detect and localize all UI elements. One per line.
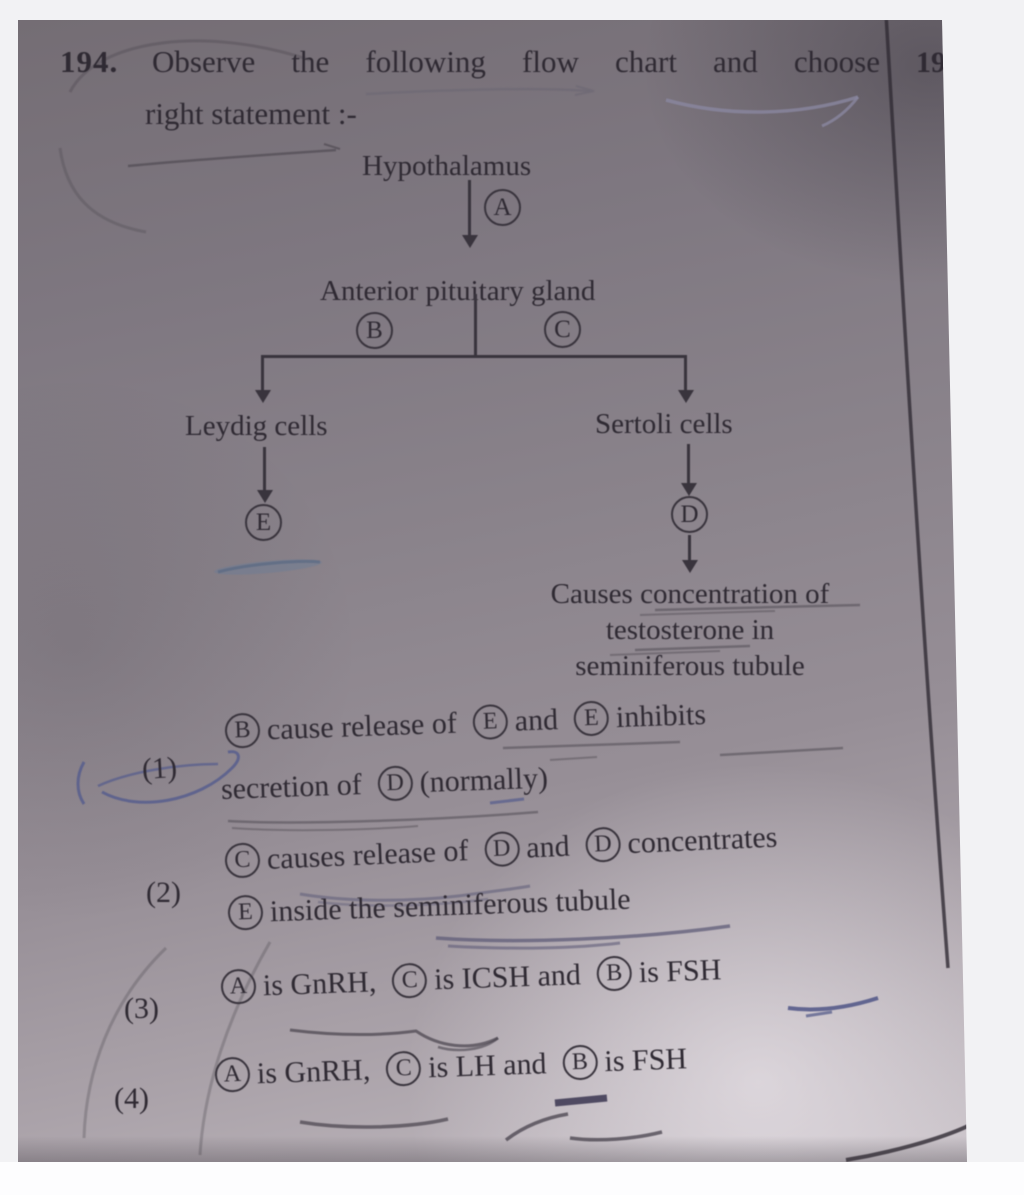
option-4-text: is FSH: [603, 1041, 688, 1078]
flow-branch-bar: [263, 355, 687, 358]
flow-arrow-leydig-line: [261, 355, 264, 393]
option-3-circle-a: A: [220, 968, 257, 1005]
option-1-line2: secretion of D (normally): [220, 760, 557, 807]
option-3-text: is GnRH,: [262, 964, 377, 1002]
flow-node-sertoli-cells: Sertoli cells: [595, 408, 733, 440]
flow-node-anterior-pituitary: Anterior pituitary gland: [320, 275, 596, 307]
option-1-circle-e2: E: [573, 700, 610, 737]
flow-result-text: Causes concentration of testosterone in …: [510, 576, 870, 684]
clipped-page-number: 19: [916, 46, 946, 79]
option-2-circle-d2: D: [584, 826, 622, 863]
flow-node-hypothalamus: Hypothalamus: [362, 150, 532, 182]
option-4-circle-b: B: [561, 1044, 599, 1081]
flow-arrow-a-head: [462, 235, 478, 248]
photo-of-book-page: 194. Observe the following flow chart an…: [18, 20, 967, 1162]
question-text-line1: Observe the following flow chart and cho…: [152, 44, 880, 79]
flow-label-d-circle: D: [671, 496, 708, 533]
option-1-text: inhibits: [615, 697, 707, 734]
option-2-text: and: [525, 829, 571, 865]
flow-label-a-circle: A: [484, 189, 521, 226]
flow-arrow-sertoli-head: [678, 390, 694, 403]
option-3-number: (3): [124, 992, 159, 1025]
option-4-text: is GnRH,: [256, 1052, 371, 1090]
option-2-circle-e: E: [227, 894, 264, 931]
option-1-number: (1): [141, 751, 178, 786]
flow-node-leydig-cells: Leydig cells: [185, 410, 328, 442]
page-content: 194. Observe the following flow chart an…: [18, 20, 967, 1162]
option-2-text: inside the seminiferous tubule: [269, 882, 632, 928]
flow-label-b-circle: B: [356, 312, 393, 349]
flow-arrow-d-line: [687, 444, 690, 486]
flow-arrow-result-head: [682, 560, 698, 573]
option-1-circle-b: B: [224, 712, 261, 749]
option-1-text: and: [514, 702, 559, 738]
option-4-number: (4): [114, 1082, 149, 1115]
question-number: 194.: [60, 44, 119, 79]
option-4-circle-c: C: [385, 1050, 422, 1087]
option-1-text: secretion of: [220, 767, 363, 806]
flow-result-line2: testosterone in: [605, 614, 775, 646]
flow-result-line3: seminiferous tubule: [575, 650, 805, 682]
flow-arrow-a-line: [468, 180, 471, 238]
flow-stem-line: [474, 294, 477, 355]
question-text-line2: right statement :-: [145, 96, 357, 131]
option-2-circle-d1: D: [483, 830, 521, 868]
option-4-circle-a: A: [214, 1056, 251, 1093]
flow-arrow-leydig-head: [255, 390, 271, 403]
option-1-text: cause release of: [266, 706, 458, 746]
option-4-line1: A is GnRH, C is LH and B is FSH: [207, 1041, 696, 1093]
scan-bottom-margin: [0, 1162, 1024, 1195]
flow-arrow-e-line: [263, 447, 266, 493]
option-4-text: is LH and: [427, 1046, 548, 1084]
flow-arrow-sertoli-line: [684, 355, 687, 393]
page-edge-curve: [845, 1124, 967, 1162]
flow-result-line1: Causes concentration of: [550, 578, 830, 610]
flow-arrow-e-head: [257, 490, 273, 503]
option-2-line2: E inside the seminiferous tubule: [220, 881, 640, 931]
flow-arrow-result-line: [688, 535, 691, 563]
option-3-circle-c: C: [391, 962, 428, 999]
option-2-circle-c: C: [224, 842, 261, 879]
option-3-line1: A is GnRH, C is ICSH and B is FSH: [213, 952, 731, 1005]
option-1-line1: B cause release of E and E inhibits: [217, 697, 715, 749]
option-1-text: (normally): [419, 761, 549, 799]
option-3-text: is ICSH and: [433, 957, 582, 996]
option-2-number: (2): [146, 876, 181, 909]
option-2-text: concentrates: [626, 820, 778, 860]
column-divider-line: [884, 20, 950, 969]
option-3-circle-b: B: [596, 955, 633, 992]
option-1-circle-e1: E: [472, 703, 509, 741]
option-1-circle-d: D: [377, 765, 414, 802]
option-2-text: causes release of: [266, 833, 470, 876]
flow-label-c-circle: C: [544, 311, 581, 348]
option-3-text: is FSH: [638, 952, 722, 989]
flow-arrow-d-head: [681, 483, 697, 496]
flow-label-e-circle: E: [245, 504, 282, 541]
option-2-line1: C causes release of D and D concentrates: [217, 819, 787, 879]
